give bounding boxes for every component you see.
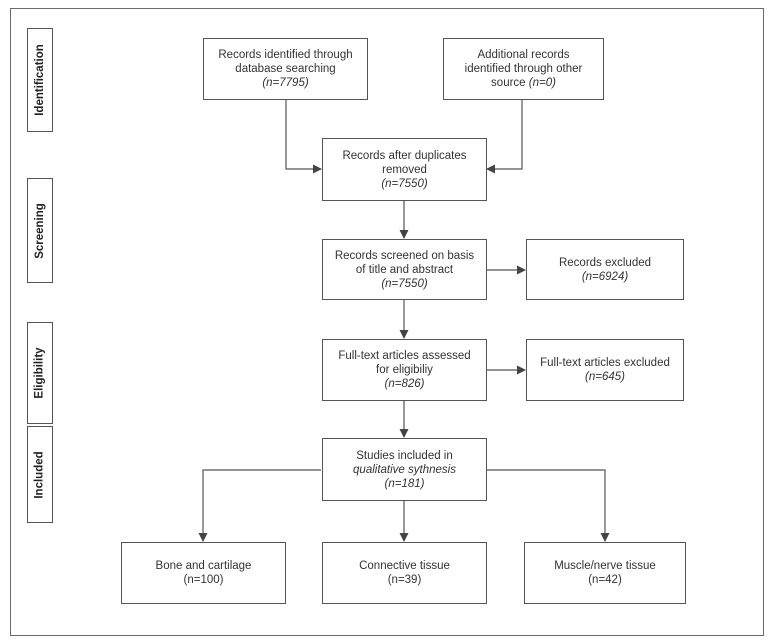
box-text: database searching bbox=[235, 63, 336, 75]
box-bone-cartilage: Bone and cartilage (n=100) bbox=[121, 542, 286, 604]
stage-eligibility: Eligibility bbox=[27, 322, 53, 424]
box-text: Records screened on basis bbox=[334, 249, 475, 262]
box-count: (n=0) bbox=[528, 77, 556, 89]
box-text: for eligibiliy bbox=[376, 364, 433, 376]
box-count: (n=645) bbox=[585, 371, 625, 383]
arrow-db-to-dedup bbox=[285, 100, 322, 174]
box-text: Records after duplicates bbox=[342, 149, 467, 162]
box-records-screened: Records screened on basis of title and a… bbox=[322, 239, 487, 300]
box-text: Full-text articles assessed bbox=[338, 350, 471, 362]
box-text: removed bbox=[382, 163, 427, 176]
box-studies-included: Studies included in qualitative sythnesi… bbox=[322, 438, 487, 501]
box-records-excluded: Records excluded (n=6924) bbox=[526, 239, 684, 300]
box-text: Bone and cartilage bbox=[155, 560, 252, 572]
box-count: (n=39) bbox=[387, 574, 422, 586]
stage-eligibility-label: Eligibility bbox=[34, 347, 46, 399]
box-connective-tissue: Connective tissue (n=39) bbox=[322, 542, 487, 604]
stage-screening-label: Screening bbox=[34, 202, 47, 259]
box-count: (n=7795) bbox=[262, 77, 309, 89]
box-text: Records excluded bbox=[558, 256, 652, 269]
box-count: (n=181) bbox=[384, 477, 425, 490]
box-text-part: source bbox=[491, 77, 526, 89]
arrow-included-to-muscle bbox=[487, 469, 610, 542]
box-duplicates-removed: Records after duplicates removed (n=7550… bbox=[322, 138, 487, 201]
box-count: (n=826) bbox=[384, 378, 425, 390]
box-count: (n=6924) bbox=[581, 270, 629, 283]
box-count: (n=100) bbox=[183, 574, 224, 586]
box-text: identified through other bbox=[464, 63, 583, 75]
box-muscle-nerve-tissue: Muscle/nerve tissue (n=42) bbox=[524, 542, 686, 604]
arrow-included-to-bone bbox=[198, 469, 321, 542]
stage-screening: Screening bbox=[27, 178, 53, 283]
box-count: (n=7550) bbox=[381, 277, 428, 290]
box-count: (n=42) bbox=[588, 574, 622, 586]
box-fulltext-excluded: Full-text articles excluded (n=645) bbox=[526, 339, 684, 401]
box-text: Records identified through bbox=[218, 49, 353, 61]
box-text: Additional records bbox=[477, 49, 570, 61]
arrow-other-to-dedup bbox=[486, 100, 523, 174]
box-text: Connective tissue bbox=[359, 560, 450, 572]
box-count: (n=7550) bbox=[381, 177, 428, 190]
box-text: source (n=0) bbox=[491, 76, 556, 90]
box-text: Studies included in bbox=[356, 449, 453, 462]
stage-included-label: Included bbox=[34, 450, 46, 499]
diagram-frame bbox=[10, 8, 764, 636]
box-fulltext-assessed: Full-text articles assessed for eligibil… bbox=[322, 339, 487, 401]
box-text: qualitative sythnesis bbox=[353, 463, 456, 476]
box-other-sources: Additional records identified through ot… bbox=[443, 38, 604, 100]
box-text: Muscle/nerve tissue bbox=[554, 560, 656, 572]
stage-identification-label: Identification bbox=[34, 44, 46, 116]
box-text: of title and abstract bbox=[355, 263, 454, 276]
stage-identification: Identification bbox=[27, 28, 53, 132]
box-database-searching: Records identified through database sear… bbox=[203, 38, 368, 100]
stage-included: Included bbox=[27, 426, 53, 523]
box-text: Full-text articles excluded bbox=[540, 357, 670, 369]
